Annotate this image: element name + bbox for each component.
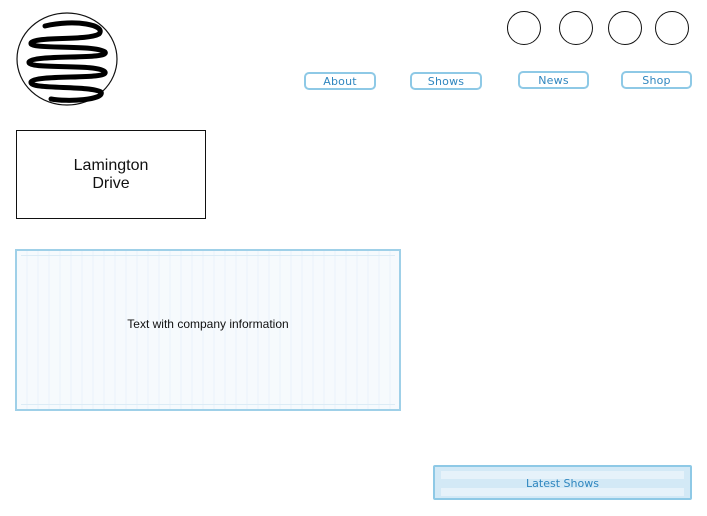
social-link-1[interactable] [507,11,541,45]
nav-shop-label: Shop [642,73,671,87]
button-highlight [441,471,684,479]
nav-news-button[interactable]: News [518,71,589,89]
latest-shows-button[interactable]: Latest Shows [433,465,692,500]
nav-about-label: About [323,74,357,88]
logo[interactable] [15,10,119,108]
company-info-panel: Text with company information [15,249,401,411]
social-link-3[interactable] [608,11,642,45]
nav-shows-button[interactable]: Shows [410,72,482,90]
nav-shop-button[interactable]: Shop [621,71,692,89]
site-title: Lamington Drive [73,156,149,192]
site-title-box: Lamington Drive [16,130,206,219]
nav-about-button[interactable]: About [304,72,376,90]
company-info-text: Text with company information [127,317,289,331]
nav-news-label: News [538,73,569,87]
social-link-4[interactable] [655,11,689,45]
button-highlight [441,488,684,496]
company-info-inner [21,255,395,405]
social-link-2[interactable] [559,11,593,45]
nav-shows-label: Shows [427,74,465,88]
latest-shows-label: Latest Shows [526,477,599,490]
spiral-coil-icon [16,12,118,106]
